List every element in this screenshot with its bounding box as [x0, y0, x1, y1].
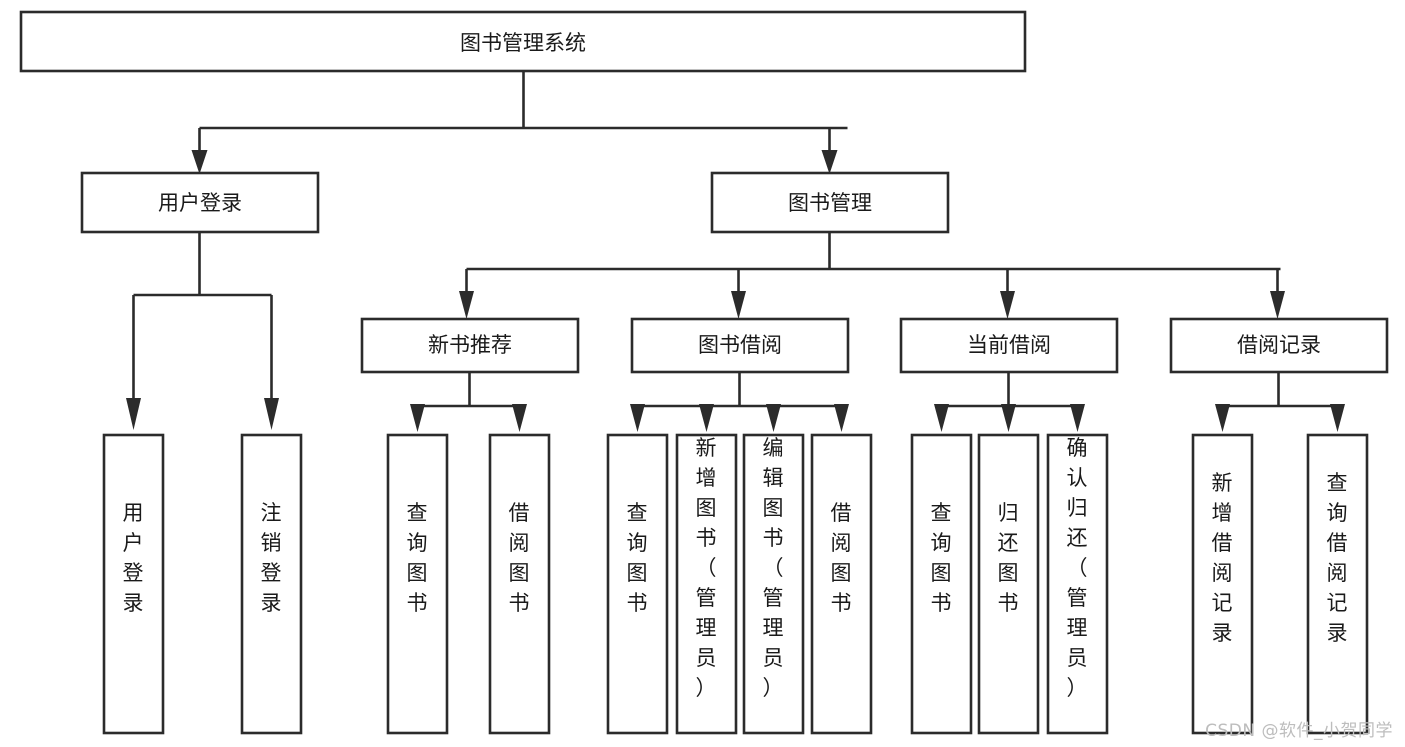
node-book-borrow[interactable]: 图书借阅 — [630, 317, 850, 374]
node-root-label: 图书管理系统 — [460, 31, 586, 55]
node-leaf-user-login-label: 用户登录 — [123, 501, 144, 615]
node-leaf-edit-book-label: 编辑图书（管理员） — [763, 436, 784, 700]
node-book-manage[interactable]: 图书管理 — [710, 171, 950, 234]
node-leaf-query-book-2-box[interactable] — [606, 433, 669, 735]
node-leaf-logout-label: 注销登录 — [261, 501, 282, 615]
node-leaf-add-record-label: 新增借阅记录 — [1212, 471, 1233, 645]
node-leaf-query-book-2[interactable]: 查询图书 — [606, 433, 669, 735]
arrow-to-leaf-borrow-book-2 — [834, 404, 849, 432]
node-leaf-logout-box[interactable] — [240, 433, 303, 735]
node-leaf-return-book-box[interactable] — [977, 433, 1040, 735]
arrow-to-borrow-record — [1270, 291, 1285, 319]
node-leaf-confirm-return[interactable]: 确认归还（管理员） — [1046, 433, 1109, 735]
node-new-book-rec[interactable]: 新书推荐 — [360, 317, 580, 374]
arrow-to-leaf-query-book-2 — [630, 404, 645, 432]
node-current-borrow-box[interactable] — [899, 317, 1119, 374]
arrow-to-leaf-logout — [264, 398, 279, 430]
arrow-to-leaf-add-record — [1215, 404, 1230, 432]
node-user-login-label: 用户登录 — [158, 191, 242, 215]
arrow-to-leaf-query-book-3 — [934, 404, 949, 432]
node-book-borrow-label: 图书借阅 — [698, 333, 782, 357]
node-leaf-return-book[interactable]: 归还图书 — [977, 433, 1040, 735]
node-new-book-rec-box[interactable] — [360, 317, 580, 374]
arrow-to-leaf-borrow-book-1 — [512, 404, 527, 432]
node-leaf-borrow-book-1-label: 借阅图书 — [509, 501, 530, 615]
node-leaf-query-book-3-box[interactable] — [910, 433, 973, 735]
node-book-manage-box[interactable] — [710, 171, 950, 234]
node-book-manage-label: 图书管理 — [788, 191, 872, 215]
leaf-nodes-layer: 用户登录 注销登录 查询图书 借阅图书 查询图书 新增图书（管理员） — [102, 433, 1369, 735]
node-leaf-confirm-return-box[interactable] — [1046, 433, 1109, 735]
node-leaf-query-record-label: 查询借阅记录 — [1327, 471, 1348, 645]
node-leaf-add-book-label: 新增图书（管理员） — [696, 436, 717, 700]
node-leaf-query-book-3[interactable]: 查询图书 — [910, 433, 973, 735]
node-leaf-query-book-1[interactable]: 查询图书 — [386, 433, 449, 735]
node-borrow-record-label: 借阅记录 — [1237, 333, 1321, 357]
node-borrow-record[interactable]: 借阅记录 — [1169, 317, 1389, 374]
node-current-borrow[interactable]: 当前借阅 — [899, 317, 1119, 374]
node-leaf-borrow-book-2-box[interactable] — [810, 433, 873, 735]
arrow-to-leaf-query-book-1 — [410, 404, 425, 432]
connector-layer — [126, 72, 1345, 432]
node-leaf-add-record-box[interactable] — [1191, 433, 1254, 735]
node-leaf-edit-book-box[interactable] — [742, 433, 805, 735]
node-leaf-query-book-1-label: 查询图书 — [407, 501, 428, 615]
csdn-watermark: CSDN @软件_小贺同学 — [1205, 721, 1393, 741]
node-leaf-borrow-book-2[interactable]: 借阅图书 — [810, 433, 873, 735]
node-leaf-query-book-2-label: 查询图书 — [627, 501, 648, 615]
node-leaf-query-record-box[interactable] — [1306, 433, 1369, 735]
node-book-borrow-box[interactable] — [630, 317, 850, 374]
node-leaf-return-book-label: 归还图书 — [998, 501, 1019, 615]
node-leaf-add-book-box[interactable] — [675, 433, 738, 735]
node-borrow-record-box[interactable] — [1169, 317, 1389, 374]
node-leaf-query-book-3-label: 查询图书 — [931, 501, 952, 615]
node-leaf-borrow-book-1[interactable]: 借阅图书 — [488, 433, 551, 735]
arrow-to-book-borrow — [731, 291, 746, 319]
node-current-borrow-label: 当前借阅 — [967, 333, 1051, 357]
arrow-to-user-login — [191, 150, 208, 174]
arrow-to-leaf-add-book — [699, 404, 714, 432]
arrow-to-new-book-rec — [459, 291, 474, 319]
node-leaf-borrow-book-2-label: 借阅图书 — [831, 501, 852, 615]
arrow-to-current-borrow — [1000, 291, 1015, 319]
arrow-to-leaf-return-book — [1001, 404, 1016, 432]
node-leaf-user-login[interactable]: 用户登录 — [102, 433, 165, 735]
node-leaf-logout[interactable]: 注销登录 — [240, 433, 303, 735]
node-root-box[interactable] — [19, 10, 1027, 73]
node-leaf-query-book-1-box[interactable] — [386, 433, 449, 735]
node-user-login[interactable]: 用户登录 — [80, 171, 320, 234]
node-root[interactable]: 图书管理系统 — [19, 10, 1027, 73]
node-leaf-confirm-return-label: 确认归还（管理员） — [1067, 436, 1088, 700]
arrow-to-leaf-query-record — [1330, 404, 1345, 432]
node-leaf-add-book[interactable]: 新增图书（管理员） — [675, 433, 738, 735]
node-leaf-borrow-book-1-box[interactable] — [488, 433, 551, 735]
arrow-to-book-manage — [821, 150, 838, 174]
arrow-to-leaf-edit-book — [766, 404, 781, 432]
arrow-to-leaf-confirm-return — [1070, 404, 1085, 432]
node-leaf-add-record[interactable]: 新增借阅记录 — [1191, 433, 1254, 735]
node-new-book-rec-label: 新书推荐 — [428, 333, 512, 357]
node-user-login-box[interactable] — [80, 171, 320, 234]
arrow-to-leaf-user-login — [126, 398, 141, 430]
node-leaf-edit-book[interactable]: 编辑图书（管理员） — [742, 433, 805, 735]
node-leaf-query-record[interactable]: 查询借阅记录 — [1306, 433, 1369, 735]
node-leaf-user-login-box[interactable] — [102, 433, 165, 735]
